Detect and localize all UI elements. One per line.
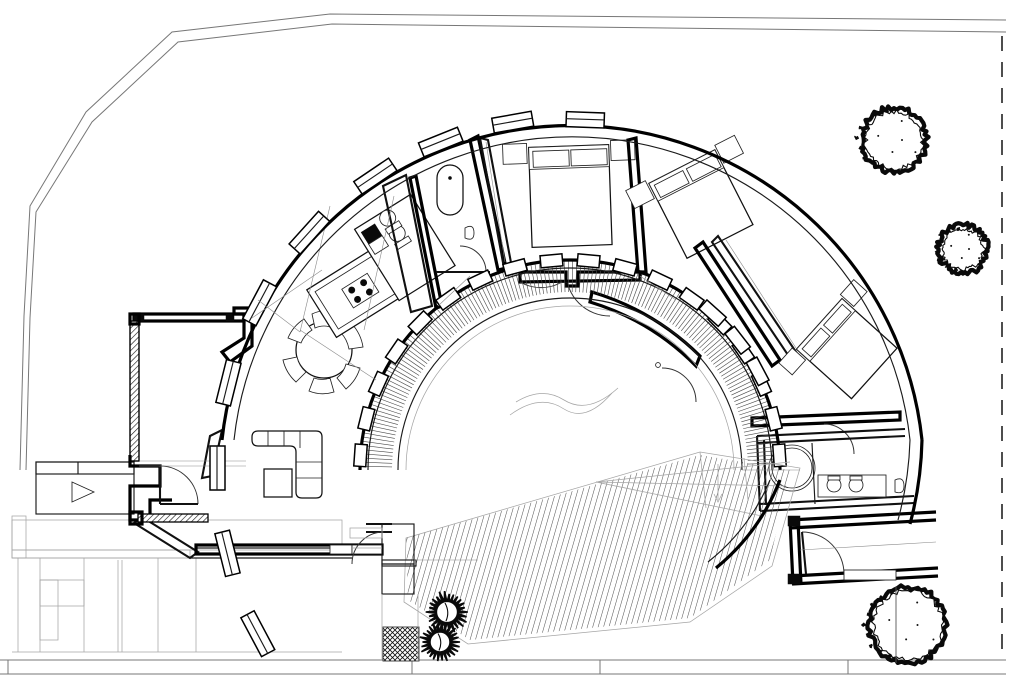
nightstand-1a <box>502 143 528 165</box>
ring-opening-11 <box>611 257 639 277</box>
ring-opening-2 <box>356 405 376 432</box>
terrace-structure <box>11 461 384 653</box>
ring-opening-10 <box>576 253 601 269</box>
burner-3 <box>354 295 362 303</box>
burner-4 <box>365 288 373 296</box>
bed-2-pillow-1 <box>653 170 690 199</box>
lower-building-edge <box>349 522 420 662</box>
bedroom-1-south-wall <box>518 270 642 288</box>
courtyard-motif-line-1 <box>509 392 613 416</box>
coffee-table <box>263 468 293 498</box>
ring-opening-12 <box>646 269 674 292</box>
bathroom-door-swing <box>459 245 487 273</box>
bed-1-pillow-2 <box>570 148 608 167</box>
bedroom-1 <box>502 135 648 317</box>
bedroom-2-curved-wall <box>588 289 702 369</box>
ring-inner-arc <box>397 297 743 471</box>
entry-south-wall <box>137 513 209 523</box>
nightstand-2a <box>625 180 655 210</box>
ring-opening-9 <box>539 253 564 269</box>
nightstand-2b <box>714 134 745 164</box>
construction-lines <box>251 269 800 561</box>
gravel-paving <box>382 626 420 662</box>
outer-wall-windows <box>209 110 606 682</box>
kitchen-partition <box>381 173 434 314</box>
deck-fan-lines <box>595 451 791 517</box>
bedroom-2 <box>588 134 798 403</box>
bed-1-pillow-1 <box>532 149 570 168</box>
site-bottom-lines <box>0 659 1006 675</box>
ring-opening-3 <box>367 370 390 398</box>
ring-outer-arc-2 <box>367 267 773 471</box>
shrub-upper <box>425 590 468 633</box>
ring-opening-5 <box>407 309 434 336</box>
projector-icon <box>71 481 96 503</box>
tree-bottom-right <box>860 583 950 667</box>
burner-1 <box>348 286 356 294</box>
south-curve-inner <box>707 479 771 563</box>
bed-3-pillow-2 <box>822 303 852 334</box>
entry-door-swing <box>159 465 199 505</box>
ring-opening-8 <box>501 257 529 277</box>
bathtub <box>436 164 464 216</box>
garage <box>787 510 939 586</box>
lower-door-swing <box>351 531 385 565</box>
bathroom-2 <box>755 427 915 513</box>
kitchen <box>299 173 456 339</box>
tub-drain <box>448 176 452 180</box>
tree-top-right-large <box>854 104 931 176</box>
outer-wall-inner-line <box>233 136 911 441</box>
site-boundary <box>19 13 1007 471</box>
ring-opening-13 <box>678 286 706 312</box>
bedroom-1-east-wall <box>626 135 648 274</box>
sofa <box>251 430 323 499</box>
landscape <box>419 104 991 667</box>
nightstand-1b <box>609 139 636 161</box>
deck-outline <box>403 451 801 645</box>
door-hinge <box>655 362 661 368</box>
south-curved-wall <box>697 298 782 570</box>
ring-opening-17 <box>764 405 784 432</box>
bedroom-3-south-wall <box>750 410 902 428</box>
bedroom-2-west-wall <box>692 239 783 369</box>
south-curve-openings <box>697 298 771 387</box>
ring-opening-1 <box>352 443 369 468</box>
garage-door-swing <box>801 531 845 575</box>
toilet-2 <box>894 478 905 494</box>
shrub-lower <box>419 623 461 662</box>
nightstand-3b <box>839 279 868 308</box>
door-swing-b1 <box>519 281 563 289</box>
burner-2 <box>360 279 368 287</box>
bedroom-3 <box>750 279 902 455</box>
ring-opening-18 <box>771 443 788 468</box>
toilet <box>464 225 475 240</box>
ring-opening-7 <box>466 269 494 292</box>
ring-opening-4 <box>384 337 409 366</box>
ring-inner-arc-2 <box>405 305 735 471</box>
ring-opening-6 <box>434 286 462 312</box>
bed-3-pillow-1 <box>801 327 831 358</box>
living-west-wall <box>129 320 140 462</box>
bedroom-2-door-swing <box>661 367 697 403</box>
tree-right-small <box>931 220 991 277</box>
nightstand-3a <box>778 347 807 376</box>
south-curve-outer <box>714 479 782 570</box>
courtyard-motif-line-2 <box>515 387 619 406</box>
plan-title: Semicircular Courtyard House — Ground Fl… <box>8 6 216 16</box>
cooktop <box>341 272 380 309</box>
